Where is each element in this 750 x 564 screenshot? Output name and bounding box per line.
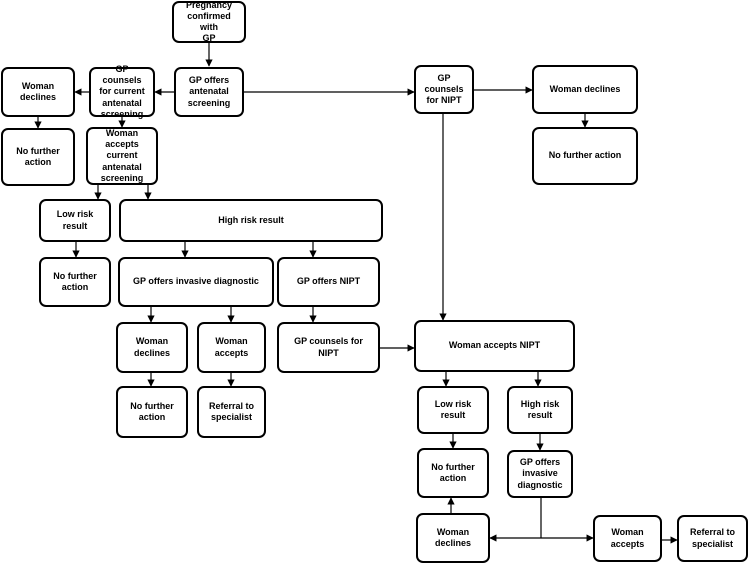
node-label: No further action <box>431 461 475 483</box>
node-no-further-action-1: No further action <box>1 128 75 186</box>
node-label: GP offers antenatal screening <box>187 75 231 108</box>
node-woman-declines-3: Woman declines <box>416 513 490 563</box>
node-referral-2: Referral to specialist <box>677 515 748 562</box>
node-label: Woman declines <box>19 80 57 102</box>
node-low-risk-result-2: Low risk result <box>417 386 489 434</box>
node-label: Low risk result <box>434 398 472 420</box>
node-label: Woman accepts current antenatal screenin… <box>100 127 144 183</box>
node-label: GP counsels for NIPT <box>424 72 464 106</box>
node-gp-counsels-nipt-mid: GP counsels for NIPT <box>277 322 380 373</box>
node-label: GP counsels for NIPT <box>294 336 363 358</box>
node-label: High risk result <box>218 214 284 225</box>
node-woman-accepts-2: Woman accepts <box>197 322 266 373</box>
node-label: GP offers invasive diagnostic <box>133 276 259 287</box>
node-label: No further action <box>548 150 622 161</box>
node-no-further-action-top-right: No further action <box>532 127 638 185</box>
node-label: Woman declines <box>133 336 171 358</box>
node-label: Woman declines <box>434 526 472 548</box>
node-label: Woman declines <box>549 83 621 94</box>
node-no-further-action-4: No further action <box>417 448 489 498</box>
node-low-risk-result-1: Low risk result <box>39 199 111 242</box>
node-pregnancy-confirmed: Pregnancy confirmed with GP <box>172 0 246 44</box>
node-label: GP offers NIPT <box>296 276 361 287</box>
node-no-further-action-2: No further action <box>39 257 111 307</box>
node-label: GP offers invasive diagnostic <box>517 457 563 490</box>
node-label: Woman accepts <box>610 527 645 549</box>
node-woman-accepts-nipt: Woman accepts NIPT <box>414 320 575 372</box>
node-label: Woman accepts NIPT <box>448 340 541 351</box>
node-label: Low risk result <box>56 209 94 231</box>
node-woman-accepts-current: Woman accepts current antenatal screenin… <box>86 127 158 185</box>
node-label: Referral to specialist <box>208 400 254 422</box>
node-gp-offers-nipt: GP offers NIPT <box>277 257 380 307</box>
node-label: Pregnancy confirmed with GP <box>185 0 233 44</box>
node-gp-counsels-nipt-top: GP counsels for NIPT <box>414 65 474 114</box>
node-label: Referral to specialist <box>689 527 735 549</box>
node-high-risk-result-1: High risk result <box>119 199 383 242</box>
node-referral-1: Referral to specialist <box>197 386 266 438</box>
node-label: High risk result <box>520 398 560 420</box>
node-label: GP counsels for current antenatal screen… <box>99 63 145 119</box>
node-gp-offers-antenatal: GP offers antenatal screening <box>174 67 244 117</box>
node-high-risk-result-2: High risk result <box>507 386 573 434</box>
node-gp-offers-invasive-2: GP offers invasive diagnostic <box>507 450 573 498</box>
node-woman-declines-1: Woman declines <box>1 67 75 117</box>
node-label: Woman accepts <box>214 336 249 358</box>
node-woman-declines-top-right: Woman declines <box>532 65 638 114</box>
node-label: No further action <box>130 400 174 422</box>
node-label: No further action <box>16 145 60 167</box>
node-gp-offers-invasive-1: GP offers invasive diagnostic <box>118 257 274 307</box>
node-no-further-action-3: No further action <box>116 386 188 438</box>
node-woman-accepts-3: Woman accepts <box>593 515 662 562</box>
node-label: No further action <box>53 270 97 292</box>
node-woman-declines-2: Woman declines <box>116 322 188 373</box>
node-gp-counsels-current: GP counsels for current antenatal screen… <box>89 63 155 119</box>
